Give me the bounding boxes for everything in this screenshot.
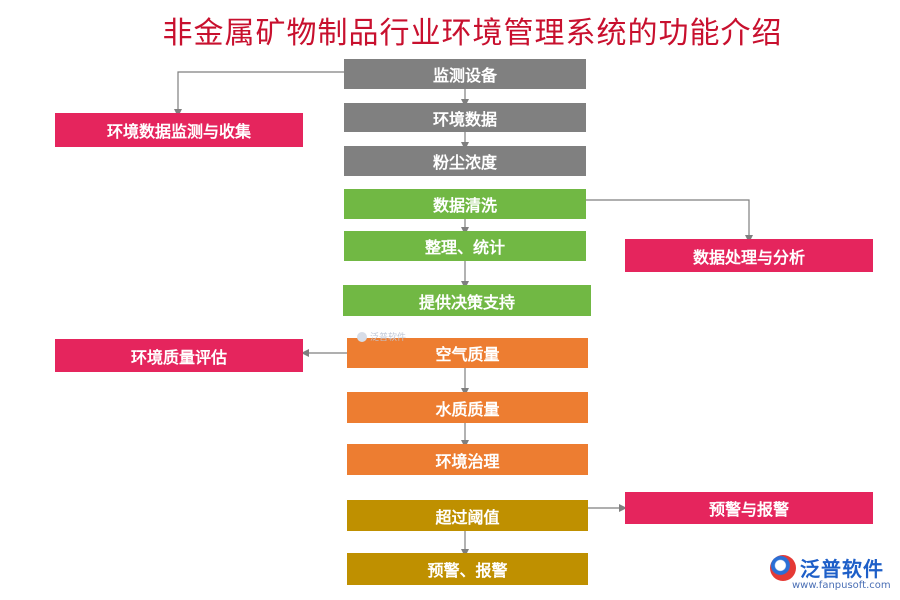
side-data-analysis: 数据处理与分析 bbox=[625, 239, 873, 272]
node-warning-alarm: 预警、报警 bbox=[347, 553, 588, 585]
brand-name: 泛普软件 bbox=[800, 557, 884, 581]
node-dust-concentration: 粉尘浓度 bbox=[344, 146, 586, 176]
node-water-quality: 水质质量 bbox=[347, 392, 588, 423]
node-air-quality: 空气质量 bbox=[347, 338, 588, 368]
node-decision-support: 提供决策支持 bbox=[343, 285, 591, 316]
side-quality-assessment: 环境质量评估 bbox=[55, 339, 303, 372]
side-early-warning: 预警与报警 bbox=[625, 492, 873, 524]
watermark-text: 泛普软件 bbox=[370, 333, 407, 343]
fanpu-logo-icon bbox=[770, 554, 796, 581]
brand-url: www.fanpusoft.com bbox=[792, 580, 891, 591]
arrow-clean-to-analysis bbox=[586, 199, 753, 243]
node-monitor-device: 监测设备 bbox=[344, 59, 586, 89]
node-data-cleaning: 数据清洗 bbox=[344, 189, 586, 219]
node-organize-statistics: 整理、统计 bbox=[344, 231, 586, 261]
watermark: 泛普软件 bbox=[357, 330, 406, 343]
brand-logo: 泛普软件 bbox=[770, 553, 884, 582]
side-data-collection: 环境数据监测与收集 bbox=[55, 113, 303, 147]
node-exceed-threshold: 超过阈值 bbox=[347, 500, 588, 531]
node-environment-governance: 环境治理 bbox=[347, 444, 588, 475]
arrow-device-to-collect bbox=[174, 71, 345, 117]
node-environment-data: 环境数据 bbox=[344, 103, 586, 132]
watermark-icon bbox=[357, 331, 367, 342]
page-title: 非金属矿物制品行业环境管理系统的功能介绍 bbox=[162, 16, 783, 51]
